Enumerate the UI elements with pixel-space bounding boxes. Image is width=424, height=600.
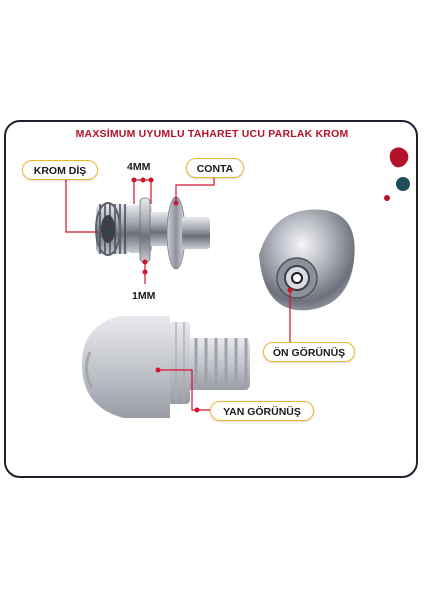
label-on-gorunus: ÖN GÖRÜNÜŞ <box>263 342 355 362</box>
label-1mm: 1MM <box>132 290 156 302</box>
product-title: MAXSİMUM UYUMLU TAHARET UCU PARLAK KROM <box>75 128 349 140</box>
label-yan-gorunus: YAN GÖRÜNÜŞ <box>210 401 314 421</box>
callout-conta <box>175 178 215 200</box>
logo-small-dot <box>384 195 390 201</box>
brand-logo <box>384 147 410 201</box>
callout-yan-gorunus <box>158 369 210 411</box>
label-krom-dis: KROM DİŞ <box>22 160 98 180</box>
callout-krom-dis <box>65 178 98 233</box>
logo-red-drop <box>389 147 409 168</box>
logo-teal-dot <box>396 177 410 191</box>
label-conta: CONTA <box>186 158 244 178</box>
ribbed-tail <box>186 338 250 390</box>
threaded-connector-part <box>95 196 210 270</box>
krom-dis-thread <box>95 202 130 256</box>
front-view-part <box>259 209 355 311</box>
side-view-part <box>81 316 250 418</box>
callout-lines <box>65 178 291 411</box>
label-4mm: 4MM <box>127 161 151 173</box>
